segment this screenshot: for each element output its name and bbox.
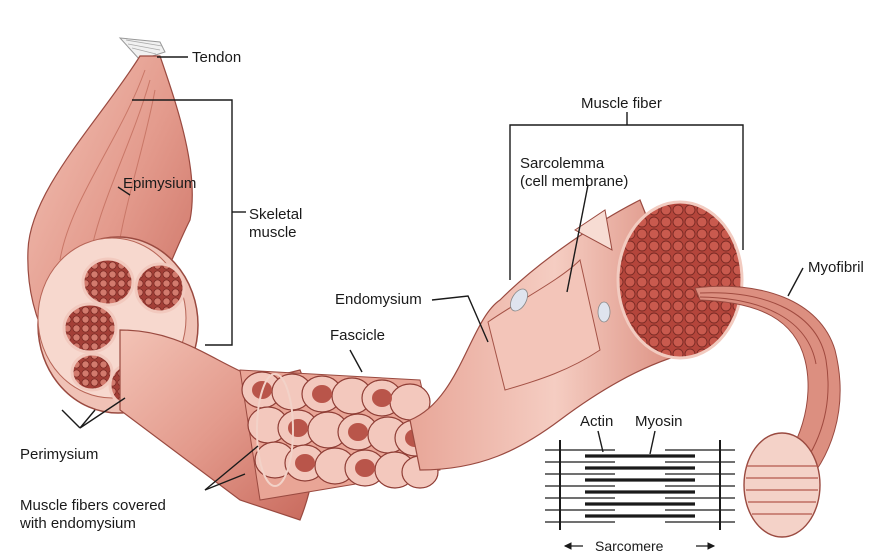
label-myosin: Myosin xyxy=(635,413,683,431)
label-tendon: Tendon xyxy=(192,49,241,67)
label-epimysium: Epimysium xyxy=(123,175,196,193)
label-actin: Actin xyxy=(580,413,613,431)
label-perimysium: Perimysium xyxy=(20,446,98,464)
label-sarcomere: Sarcomere xyxy=(595,537,663,554)
label-sarcolemma: Sarcolemma (cell membrane) xyxy=(520,155,628,191)
fascicle-bundle xyxy=(120,330,440,520)
sarcomere-schematic xyxy=(545,440,735,549)
label-endomysium: Endomysium xyxy=(335,291,422,309)
label-muscle-fibers: Muscle fibers covered with endomysium xyxy=(20,497,166,533)
muscle-fiber-shape xyxy=(410,200,742,470)
label-fascicle: Fascicle xyxy=(330,327,385,345)
label-myofibril: Myofibril xyxy=(808,259,864,277)
label-muscle-fiber: Muscle fiber xyxy=(581,95,662,113)
label-skeletal-muscle: Skeletal muscle xyxy=(249,206,302,242)
